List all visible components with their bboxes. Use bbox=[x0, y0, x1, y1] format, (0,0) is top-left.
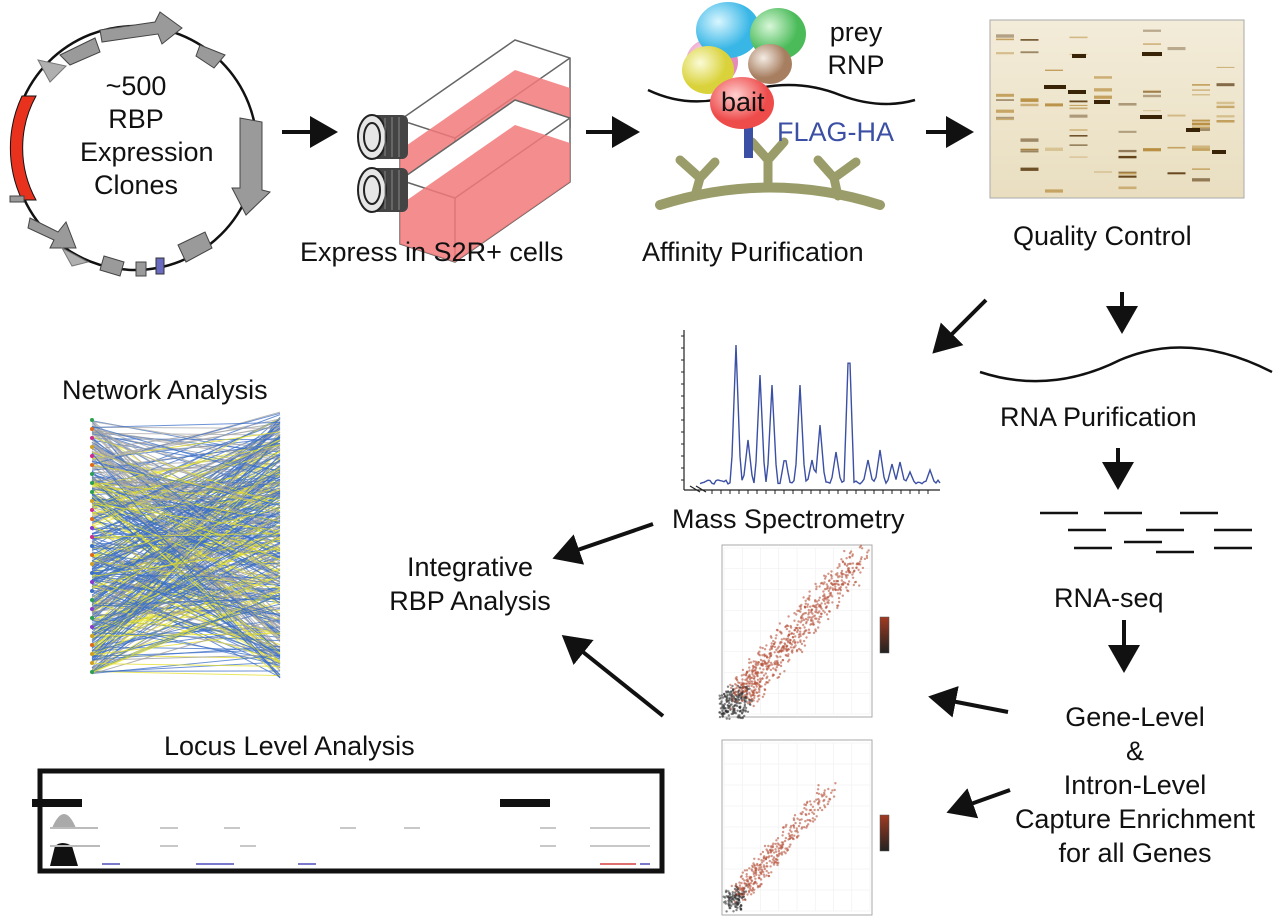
capture-enrichment-label: Gene-Level & Intron-Level Capture Enrich… bbox=[1014, 702, 1256, 868]
culture-flasks-icon bbox=[357, 39, 571, 263]
quality-control-label: Quality Control bbox=[1013, 221, 1192, 251]
plasmid-map-icon bbox=[9, 11, 271, 277]
mass-spectrometry-label: Mass Spectrometry bbox=[672, 504, 905, 534]
gene-level-scatter bbox=[718, 544, 890, 720]
rna-purification-label: RNA Purification bbox=[1000, 402, 1197, 432]
affinity-complex-icon bbox=[647, 2, 916, 210]
arrow-ms-to-integrative bbox=[552, 522, 654, 565]
bait-label: bait bbox=[721, 87, 765, 117]
network-diagram bbox=[90, 411, 281, 679]
sequencing-reads-icon bbox=[1040, 511, 1252, 554]
arrow-enrichment-to-gene-scatter bbox=[928, 686, 1009, 718]
affinity-step-label: Affinity Purification bbox=[642, 237, 864, 267]
prey-rnp-label: prey RNP bbox=[827, 17, 885, 80]
locus-analysis-label: Locus Level Analysis bbox=[164, 731, 415, 761]
locus-track-panel bbox=[32, 768, 665, 874]
plasmid-label: ~500 RBP Expression Clones bbox=[80, 71, 214, 200]
arrow-enrichment-to-intron-scatter bbox=[946, 788, 1011, 819]
rna-molecule-icon bbox=[979, 346, 1273, 383]
intron-level-scatter bbox=[721, 739, 890, 916]
arrow-scatter-to-integrative bbox=[561, 635, 665, 718]
express-step-label: Express in S2R+ cells bbox=[300, 237, 564, 267]
mass-spectrum-plot bbox=[681, 330, 941, 494]
gel-image bbox=[989, 19, 1245, 199]
flag-ha-tag-label: FLAG-HA bbox=[777, 117, 895, 147]
integrative-analysis-label: Integrative RBP Analysis bbox=[389, 552, 551, 616]
network-analysis-label: Network Analysis bbox=[62, 375, 268, 405]
arrow-qc-to-mass-spec bbox=[932, 298, 988, 354]
rna-seq-label: RNA-seq bbox=[1054, 583, 1164, 613]
